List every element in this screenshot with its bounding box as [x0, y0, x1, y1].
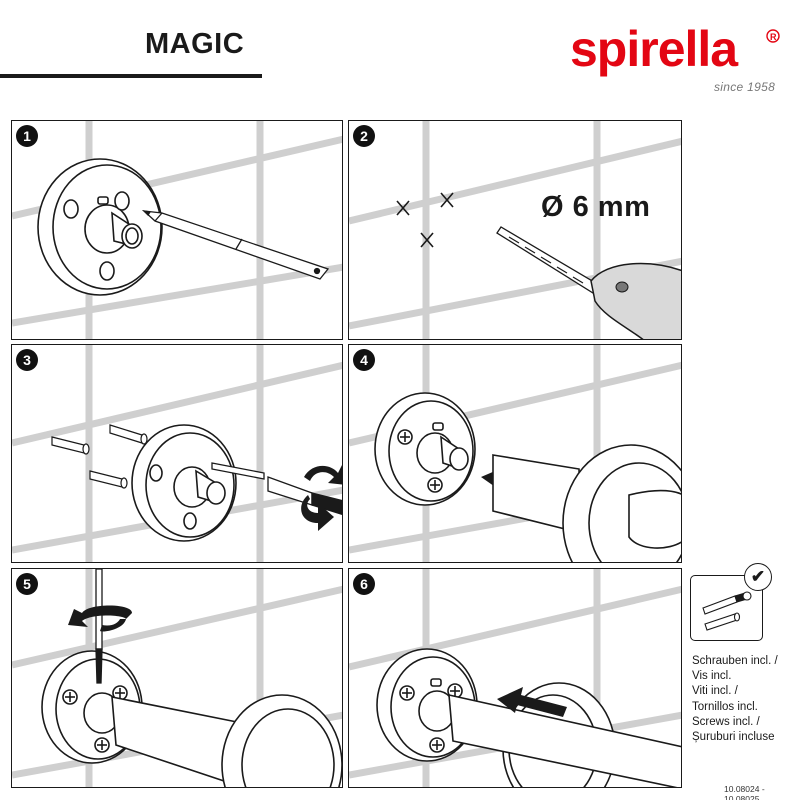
- screws-line-en: Screws incl. /: [692, 715, 760, 728]
- screws-line-ro: Șuruburi incluse: [692, 731, 775, 744]
- screws-line-it: Viti incl. /: [692, 685, 738, 698]
- rotate-arrow-icon: [301, 465, 342, 531]
- screws-included-text: Schrauben incl. / Vis incl. Viti incl. /…: [692, 654, 778, 745]
- screws-included-box: [690, 575, 763, 641]
- towel-rail: [111, 694, 342, 787]
- wall-flange: [374, 392, 476, 506]
- wall-flange: [37, 158, 163, 296]
- step-3-panel: 3: [11, 344, 343, 563]
- spirella-logo: spirella R: [570, 21, 780, 77]
- step-2-panel: 2 Ø 6 mm: [348, 120, 682, 340]
- hole-marks: [396, 192, 454, 248]
- step-1-number: 1: [16, 125, 38, 147]
- push-arrow-icon: [497, 687, 567, 717]
- screws-dowels-icon: [702, 591, 752, 631]
- brand-wordmark: spirella: [570, 21, 739, 77]
- step-6-number: 6: [353, 573, 375, 595]
- step-3-illustration: [12, 345, 342, 562]
- step-1-panel: 1: [11, 120, 343, 340]
- pencil-icon: [142, 210, 330, 280]
- svg-text:R: R: [770, 32, 777, 42]
- step-5-illustration: [12, 569, 342, 787]
- drill-size-label: Ø 6 mm: [541, 191, 651, 223]
- product-code: 10.08024 - 10.08025: [724, 784, 765, 800]
- drill-icon: [496, 226, 681, 339]
- screws-line-fr: Vis incl.: [692, 670, 732, 683]
- step-4-panel: 4: [348, 344, 682, 563]
- title-underline: [0, 74, 262, 78]
- screwdriver-icon: [95, 569, 103, 684]
- step-4-number: 4: [353, 349, 375, 371]
- page-title: MAGIC: [145, 28, 245, 60]
- wall-flange: [131, 424, 237, 542]
- step-5-panel: 5: [11, 568, 343, 788]
- towel-rail: [492, 444, 681, 562]
- step-6-illustration: [349, 569, 681, 787]
- towel-rail: [448, 693, 681, 787]
- wall-dowels: [51, 424, 148, 489]
- checkmark-icon: ✔: [744, 563, 772, 591]
- step-6-panel: 6: [348, 568, 682, 788]
- step-3-number: 3: [16, 349, 38, 371]
- since-label: since 1958: [714, 80, 776, 94]
- screws-line-es: Tornillos incl.: [692, 700, 758, 713]
- step-2-number: 2: [353, 125, 375, 147]
- step-2-illustration: [349, 121, 681, 339]
- step-4-illustration: [349, 345, 681, 562]
- step-5-number: 5: [16, 573, 38, 595]
- screws-line-de: Schrauben incl. /: [692, 655, 778, 667]
- screwdriver-icon: [211, 462, 342, 516]
- step-1-illustration: [12, 121, 342, 339]
- rotate-arrow-icon: [68, 605, 132, 632]
